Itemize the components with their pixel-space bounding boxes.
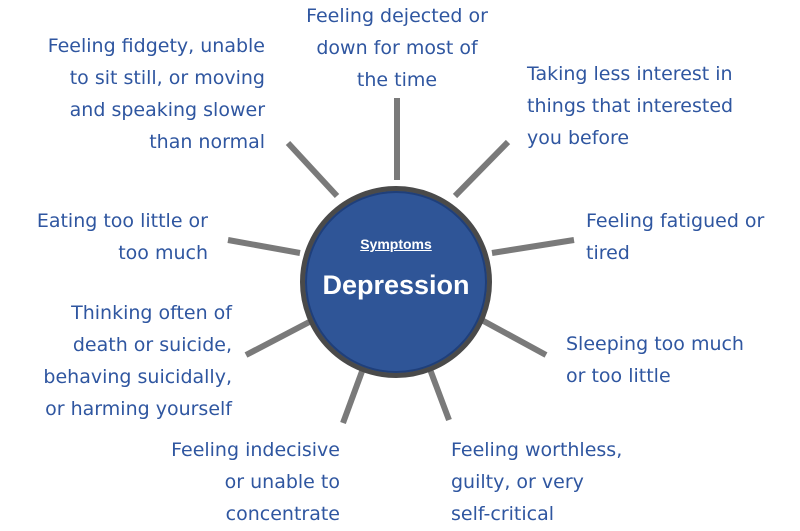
symptom-dejected: Feeling dejected or down for most of the… [283,0,511,96]
symptom-line: or unable to [224,471,340,493]
symptom-line: Feeling fatigued or [586,210,765,232]
symptom-line: and speaking slower [69,99,265,121]
symptom-line: Feeling indecisive [171,439,340,461]
hub-subtitle: Symptoms [360,236,432,252]
spoke-worthless [425,362,452,422]
symptom-line: you before [527,127,630,149]
symptom-line: death or suicide, [72,334,232,356]
symptom-line: the time [356,69,438,91]
spoke-suicide [244,316,317,358]
hub-title: Depression [322,270,470,300]
symptom-line: self-critical [451,503,555,525]
symptom-line: than normal [149,131,265,153]
symptom-eating: Eating too little or too much [37,205,208,269]
depression-hub: Symptoms Depression [300,186,492,378]
symptom-line: Taking less interest in [527,63,733,85]
symptom-line: tired [586,242,630,264]
spoke-eating [227,237,301,256]
symptom-line: guilty, or very [451,471,584,493]
spoke-interest [452,139,511,199]
symptom-line: too much [118,242,208,264]
symptom-fatigue: Feeling fatigued or tired [586,205,764,269]
symptom-fidgety: Feeling fidgety, unable to sit still, or… [48,30,265,158]
symptom-line: or too little [566,365,671,387]
symptom-line: Sleeping too much [566,333,744,355]
symptom-line: Feeling fidgety, unable [47,35,265,57]
symptom-line: or harming yourself [45,398,232,420]
spoke-sleep [476,315,548,358]
symptom-line: Feeling dejected or [306,5,488,27]
symptom-line: down for most of [316,37,478,59]
symptom-line: to sit still, or moving [69,67,265,89]
symptom-line: concentrate [225,503,340,525]
spoke-fidgety [285,140,340,199]
symptom-suicide: Thinking often of death or suicide, beha… [43,297,232,425]
spoke-indecisive [340,364,367,425]
spoke-fatigue [491,237,575,256]
symptom-line: behaving suicidally, [43,366,232,388]
symptom-sleep: Sleeping too much or too little [566,328,744,392]
symptom-line: Feeling worthless, [451,439,623,461]
symptom-indecisive: Feeling indecisive or unable to concentr… [171,434,340,530]
symptom-worthless: Feeling worthless, guilty, or very self-… [451,434,622,530]
symptom-line: Eating too little or [36,210,208,232]
symptom-line: things that interested [527,95,734,117]
symptom-line: Thinking often of [71,302,232,324]
symptom-interest: Taking less interest in things that inte… [527,58,733,154]
